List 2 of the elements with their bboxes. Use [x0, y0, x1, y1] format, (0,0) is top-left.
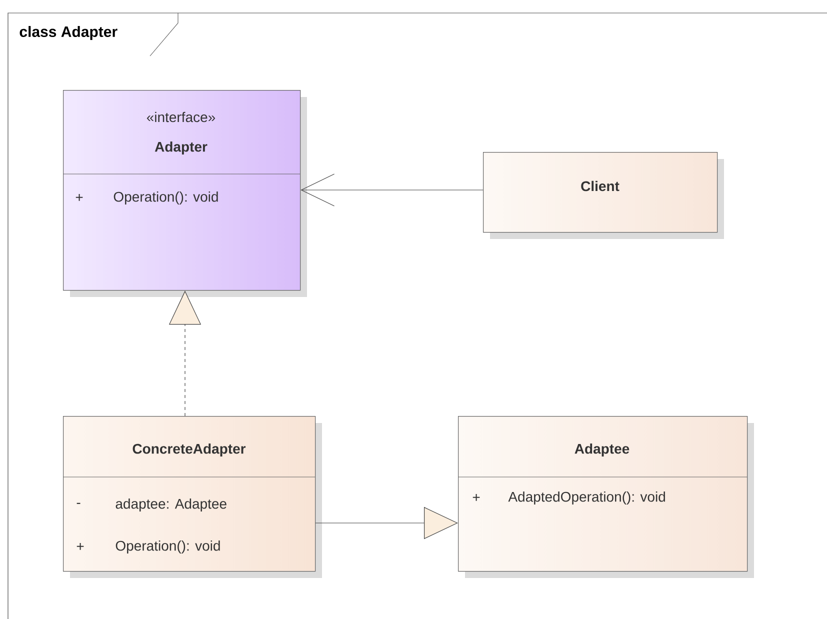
arrow: [300, 174, 484, 206]
frame-title: class Adapter: [20, 26, 118, 40]
